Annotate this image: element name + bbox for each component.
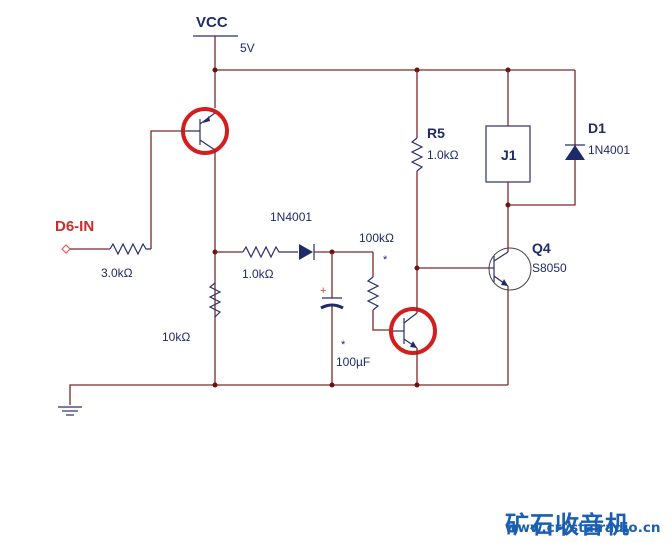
resistor-series [242,245,298,259]
junction [414,382,420,388]
junction [212,67,218,73]
capacitor-polarity: + [320,285,326,297]
pnp-transistor [183,112,216,151]
junction [329,382,335,388]
emitter-arrow-icon [203,116,210,123]
resistor-base-value: 3.0kΩ [101,266,133,280]
q4-part: S8050 [532,261,567,275]
capacitor-curved-plate [320,303,344,310]
input-label: D6-IN [55,218,94,235]
junction [212,382,218,388]
r5-ref: R5 [427,125,445,141]
ground-icon [58,406,82,416]
resistor-r5 [410,137,424,172]
highlight-circle-npn [389,307,437,355]
vcc-label: VCC [196,14,228,31]
resistor-base [109,242,151,256]
wire-d1-loop [508,70,576,206]
capacitor-value: 100µF [336,355,370,369]
wire-npn-base [372,310,391,331]
resistor-timing-marker: * [383,254,388,266]
d1-part: 1N4001 [588,143,630,157]
emitter-arrow-icon [501,279,508,286]
npn-transistor [391,312,418,349]
resistor-timing-value: 100kΩ [359,231,394,245]
input-terminal-icon[interactable] [61,244,71,254]
diode-series [299,244,313,260]
resistor-pulldown [208,282,222,318]
vcc-voltage-label: 5V [240,41,255,55]
diode-d1 [565,145,585,160]
emitter-arrow-icon [410,341,417,348]
resistor-timing [366,276,380,311]
wire-pnp-base [150,130,183,249]
watermark-name: 矿石收音机 [505,511,630,539]
resistor-series-value: 1.0kΩ [242,267,274,281]
r5-value: 1.0kΩ [427,148,459,162]
watermark-url: www.crystalradio.cn [505,520,661,536]
resistor-pulldown-value: 10kΩ [162,330,190,344]
q4-ref: Q4 [532,240,551,256]
q4-transistor [488,247,532,291]
wire-ground-rail [69,384,508,405]
diode-series-label: 1N4001 [270,210,312,224]
capacitor-marker: * [341,339,346,351]
relay-ref: J1 [501,147,517,163]
d1-ref: D1 [588,120,606,136]
